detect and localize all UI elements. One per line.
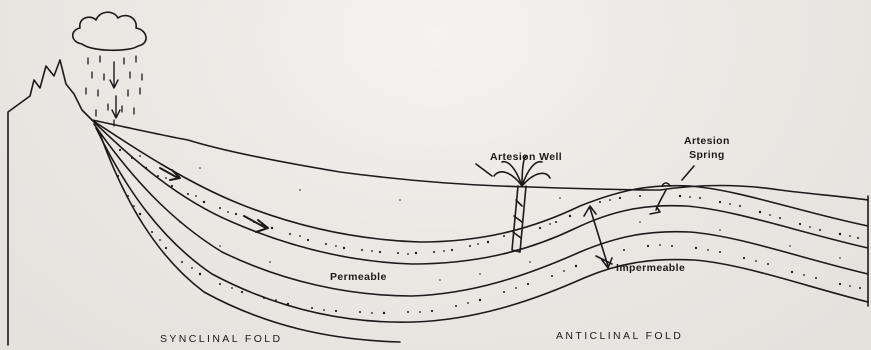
label-anticlinal-fold: ANTICLINAL FOLD: [556, 331, 683, 342]
label-artesian-spring-line2: Spring: [684, 150, 730, 161]
spring-leader-line: [682, 166, 694, 180]
aquifer-upper-top: [92, 120, 868, 242]
artesian-well: [494, 156, 550, 252]
label-permeable: Permeable: [330, 272, 387, 283]
label-impermeable: Impermeable: [616, 263, 685, 274]
label-artesian-well: Artesion Well: [490, 152, 562, 163]
label-artesian-spring-line1: Artesion: [684, 136, 730, 147]
mountain-peak: [8, 60, 92, 345]
rain-arrow-icon: [110, 62, 120, 118]
aquifer-lower-bottom: [96, 128, 868, 322]
label-artesian-spring: Artesion Spring: [684, 136, 730, 160]
artesian-spring: [650, 183, 670, 214]
bedrock-line: [100, 134, 400, 342]
flow-arrow-icon: [160, 168, 268, 232]
label-synclinal-fold: SYNCLINAL FOLD: [160, 334, 283, 345]
well-leader-line: [476, 164, 492, 176]
rain-cloud-icon: [73, 12, 146, 50]
ground-surface: [92, 120, 868, 200]
